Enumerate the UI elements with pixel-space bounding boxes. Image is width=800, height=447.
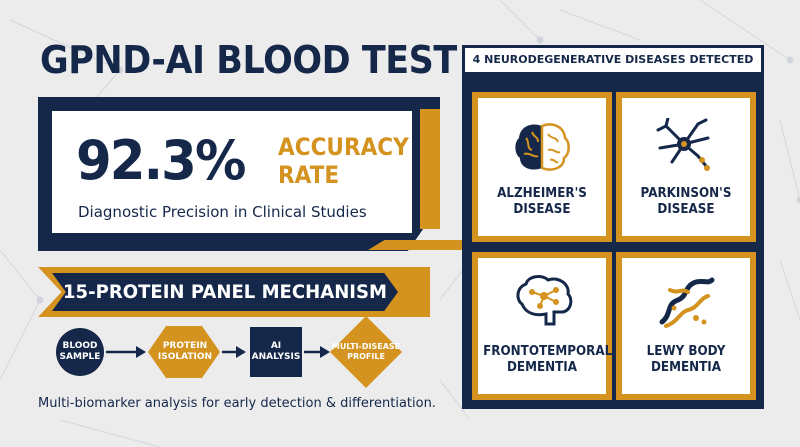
disease-label-parkinsons: PARKINSON'S DISEASE xyxy=(627,186,745,218)
disease-card-frontotemporal: FRONTOTEMPORAL DEMENTIA xyxy=(472,252,612,400)
brain-icon xyxy=(515,123,570,171)
flow-step-3-line1: AI xyxy=(270,341,282,351)
flow-step-4-label: MULTI-DISEASE PROFILE xyxy=(330,342,402,362)
accuracy-card-body: 92.3% ACCURACY RATE Diagnostic Precision… xyxy=(52,111,412,233)
flow-arrow-3 xyxy=(304,346,330,358)
accuracy-label: ACCURACY RATE xyxy=(278,133,431,189)
brain-network-icon xyxy=(516,275,573,326)
disease-label-lewy-body: LEWY BODY DEMENTIA xyxy=(627,344,745,376)
flow-step-2-line2: ISOLATION xyxy=(157,352,213,362)
panel-footnote: Multi-biomarker analysis for early detec… xyxy=(38,396,436,411)
neuron-icon xyxy=(656,118,710,171)
flow-step-2-label: PROTEIN ISOLATION xyxy=(150,341,220,363)
flow-arrow-2 xyxy=(222,346,246,358)
diseases-header: 4 NEURODEGENERATIVE DISEASES DETECTED xyxy=(462,45,764,75)
disease-card-body: PARKINSON'S DISEASE xyxy=(622,98,750,236)
disease-label-line2: DEMENTIA xyxy=(650,360,722,375)
flow-step-1-line1: BLOOD xyxy=(62,341,98,351)
flow-step-2-line1: PROTEIN xyxy=(162,341,208,351)
disease-label-line1: ALZHEIMER'S xyxy=(497,186,587,201)
disease-card-parkinsons: PARKINSON'S DISEASE xyxy=(616,92,756,242)
disease-card-body: ALZHEIMER'S DISEASE xyxy=(478,98,606,236)
accuracy-card-accent xyxy=(420,109,440,229)
disease-label-frontotemporal: FRONTOTEMPORAL DEMENTIA xyxy=(483,344,613,376)
flow-arrow-1 xyxy=(106,346,146,358)
flow-step-ai-analysis xyxy=(250,327,302,377)
disease-card-body: LEWY BODY DEMENTIA xyxy=(622,258,750,394)
flow-step-multi-disease-profile xyxy=(330,316,402,388)
disease-label-line2: DISEASE xyxy=(657,202,715,217)
accuracy-label-line1: ACCURACY xyxy=(278,133,409,161)
accuracy-value: 92.3% xyxy=(76,129,246,192)
flow-step-protein-isolation xyxy=(148,326,220,378)
protein-strand-icon xyxy=(659,277,715,328)
disease-label-line1: LEWY BODY xyxy=(646,344,726,359)
accuracy-label-line2: RATE xyxy=(278,161,340,189)
disease-label-line1: PARKINSON'S xyxy=(640,186,732,201)
accuracy-card-bottom-accent xyxy=(368,240,478,250)
panel-banner xyxy=(52,273,398,311)
accuracy-card: 92.3% ACCURACY RATE Diagnostic Precision… xyxy=(38,97,440,251)
disease-label-line1: FRONTOTEMPORAL xyxy=(483,344,613,359)
disease-label-alzheimers: ALZHEIMER'S DISEASE xyxy=(483,186,601,218)
accuracy-subtitle: Diagnostic Precision in Clinical Studies xyxy=(78,203,367,221)
flow-step-3-line2: ANALYSIS xyxy=(251,352,301,362)
disease-label-line2: DEMENTIA xyxy=(506,360,578,375)
disease-card-alzheimers: ALZHEIMER'S DISEASE xyxy=(472,92,612,242)
panel-banner-title: 15-PROTEIN PANEL MECHANISM xyxy=(62,281,387,303)
flow-step-1-label: BLOOD SAMPLE xyxy=(56,341,104,363)
page-title: GPND-AI BLOOD TEST xyxy=(40,38,457,82)
disease-card-body: FRONTOTEMPORAL DEMENTIA xyxy=(478,258,613,394)
disease-card-lewy-body: LEWY BODY DEMENTIA xyxy=(616,252,756,400)
flow-step-4-line1: MULTI-DISEASE xyxy=(331,342,401,351)
flow-step-1-line2: SAMPLE xyxy=(59,352,101,362)
flow-step-3-label: AI ANALYSIS xyxy=(250,341,302,363)
flow-step-blood-sample xyxy=(56,328,104,376)
flow-step-4-line2: PROFILE xyxy=(347,352,385,361)
disease-label-line2: DISEASE xyxy=(513,202,571,217)
